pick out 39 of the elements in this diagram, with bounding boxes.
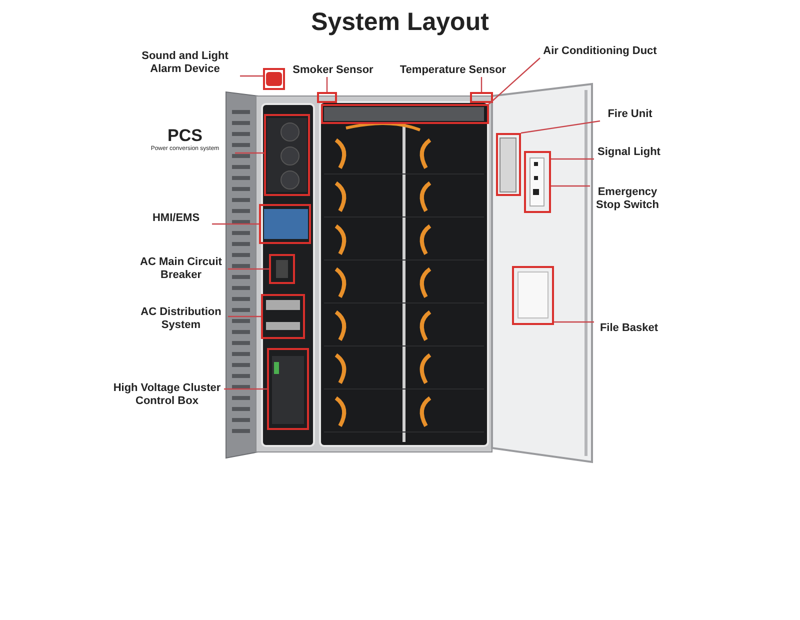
part-highlight-frame xyxy=(470,92,493,103)
part-label: Temperature Sensor xyxy=(398,64,508,77)
leader-line xyxy=(551,158,594,160)
part-label: HMI/EMS xyxy=(140,212,212,225)
part-highlight-frame xyxy=(321,104,489,124)
part-label: Air Conditioning Duct xyxy=(540,45,660,58)
part-label: High Voltage Cluster Control Box xyxy=(110,382,224,408)
part-label: AC Distribution System xyxy=(134,306,228,332)
part-label: PCS xyxy=(166,127,204,145)
part-label: Emergency Stop Switch xyxy=(590,186,665,212)
part-label: Sound and Light Alarm Device xyxy=(130,50,240,76)
leader-line xyxy=(224,388,267,390)
leader-line xyxy=(520,120,600,134)
part-highlight-frame xyxy=(496,133,521,196)
leader-line xyxy=(551,185,590,187)
part-highlight-frame xyxy=(512,266,554,325)
leader-line xyxy=(235,152,264,154)
part-label: Fire Unit xyxy=(600,108,660,121)
part-highlight-frame xyxy=(263,68,285,90)
part-highlight-frame xyxy=(317,92,337,103)
leader-line xyxy=(488,58,540,104)
part-highlight-frame xyxy=(264,114,310,196)
part-highlight-frame xyxy=(269,254,295,284)
leader-line xyxy=(480,77,482,92)
part-label: File Basket xyxy=(594,322,664,335)
part-highlight-frame xyxy=(267,348,309,430)
part-highlight-frame xyxy=(259,204,311,244)
leader-line xyxy=(326,77,328,92)
part-highlight-frame xyxy=(524,151,551,213)
leader-line xyxy=(554,321,594,323)
diagram-title: System Layout xyxy=(310,8,490,37)
part-label: AC Main Circuit Breaker xyxy=(134,256,228,282)
leader-line xyxy=(212,223,259,225)
leader-line xyxy=(228,268,269,270)
part-label: Smoker Sensor xyxy=(288,64,378,77)
part-label: Signal Light xyxy=(594,146,664,159)
part-highlight-frame xyxy=(261,294,305,339)
leader-line xyxy=(240,75,263,77)
leader-line xyxy=(228,316,261,318)
